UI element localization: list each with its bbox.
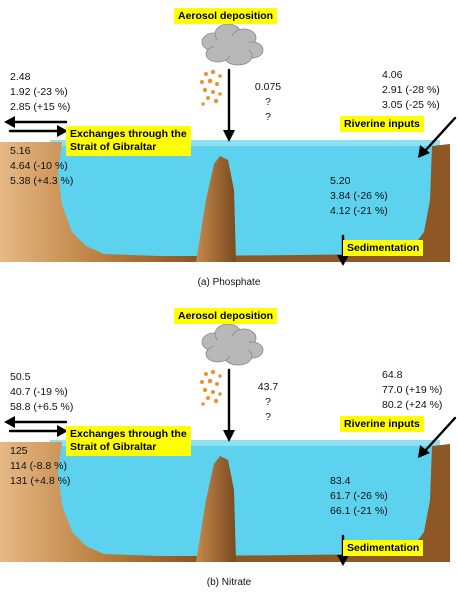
value-line: 4.64 (-10 %) [10, 160, 68, 172]
panel-caption: (a) Phosphate [197, 277, 261, 288]
value-line: 125 [10, 445, 28, 457]
riverine-input-arrow [422, 116, 457, 154]
gibraltar-inflow-values: 2.48 1.92 (-23 %) 2.85 (+15 %) [10, 70, 70, 115]
value-line: 4.12 (-21 %) [330, 205, 388, 217]
value-line: 50.5 [10, 371, 31, 383]
phosphate-panel: Aerosol deposition Exchanges through the… [0, 8, 457, 288]
value-line: 43.7 [257, 381, 279, 393]
value-line: ? [265, 396, 271, 408]
aerosol-values: 43.7 ? ? [254, 380, 282, 425]
value-line: 0.075 [254, 81, 282, 93]
riverine-inputs-label: Riverine inputs [340, 116, 424, 132]
value-line: 5.16 [10, 145, 31, 157]
value-line: 5.38 (+4.3 %) [10, 175, 74, 187]
value-line: 3.05 (-25 %) [382, 99, 440, 111]
value-line: 58.8 (+6.5 %) [10, 401, 74, 413]
sea-water [30, 446, 440, 562]
gibraltar-label-line2: Strait of Gibraltar [70, 441, 157, 453]
sedimentation-label: Sedimentation [343, 240, 424, 256]
value-line: 5.20 [330, 175, 351, 187]
gibraltar-label-line1: Exchanges through the [70, 128, 187, 140]
riverine-inputs-label: Riverine inputs [340, 416, 424, 432]
gibraltar-label-line1: Exchanges through the [70, 428, 187, 440]
central-ridge [196, 456, 236, 562]
central-ridge [196, 156, 236, 262]
aerosol-cloud-icon [201, 23, 264, 66]
value-line: 114 (-8.8 %) [10, 460, 67, 472]
gibraltar-inflow-values: 50.5 40.7 (-19 %) 58.8 (+6.5 %) [10, 370, 73, 415]
gibraltar-outflow-values: 125 114 (-8.8 %) 131 (+4.8 %) [10, 444, 70, 489]
aerosol-values: 0.075 ? ? [254, 80, 282, 125]
left-land [0, 442, 198, 562]
value-line: 77.0 (+19 %) [382, 384, 443, 396]
aerosol-particles-icon [200, 369, 222, 406]
value-line: ? [265, 411, 271, 423]
gibraltar-exchange-label: Exchanges through the Strait of Gibralta… [66, 426, 191, 456]
aerosol-cloud-icon [201, 323, 264, 366]
sea-water [30, 146, 440, 262]
value-line: 61.7 (-26 %) [330, 490, 388, 502]
aerosol-deposition-label: Aerosol deposition [174, 308, 278, 324]
value-line: 3.84 (-26 %) [330, 190, 388, 202]
value-line: 80.2 (+24 %) [382, 399, 443, 411]
value-line: 131 (+4.8 %) [10, 475, 71, 487]
gibraltar-exchange-label: Exchanges through the Strait of Gibralta… [66, 126, 191, 156]
right-land [196, 444, 450, 562]
value-line: 2.91 (-28 %) [382, 84, 440, 96]
nitrate-panel: Aerosol deposition Exchanges through the… [0, 300, 458, 600]
value-line: ? [265, 111, 271, 123]
phosphate-basin-diagram [0, 23, 457, 266]
value-line: 1.92 (-23 %) [10, 86, 68, 98]
sedimentation-values: 83.4 61.7 (-26 %) 66.1 (-21 %) [330, 474, 388, 519]
riverine-values: 4.06 2.91 (-28 %) 3.05 (-25 %) [382, 68, 440, 113]
value-line: 40.7 (-19 %) [10, 386, 68, 398]
value-line: 64.8 [382, 369, 403, 381]
riverine-values: 64.8 77.0 (+19 %) 80.2 (+24 %) [382, 368, 442, 413]
aerosol-particles-icon [200, 69, 222, 106]
sedimentation-values: 5.20 3.84 (-26 %) 4.12 (-21 %) [330, 174, 388, 219]
value-line: ? [265, 96, 271, 108]
nitrate-basin-diagram [0, 323, 457, 566]
value-line: 66.1 (-21 %) [330, 505, 388, 517]
value-line: 83.4 [330, 475, 351, 487]
left-land [0, 142, 198, 262]
gibraltar-outflow-values: 5.16 4.64 (-10 %) 5.38 (+4.3 %) [10, 144, 73, 189]
value-line: 2.85 (+15 %) [10, 101, 71, 113]
riverine-input-arrow [422, 416, 457, 454]
gibraltar-label-line2: Strait of Gibraltar [70, 141, 157, 153]
value-line: 2.48 [10, 71, 31, 83]
right-land [196, 144, 450, 262]
sedimentation-label: Sedimentation [343, 540, 424, 556]
value-line: 4.06 [382, 69, 403, 81]
panel-caption: (b) Nitrate [206, 577, 252, 588]
aerosol-deposition-label: Aerosol deposition [174, 8, 278, 24]
